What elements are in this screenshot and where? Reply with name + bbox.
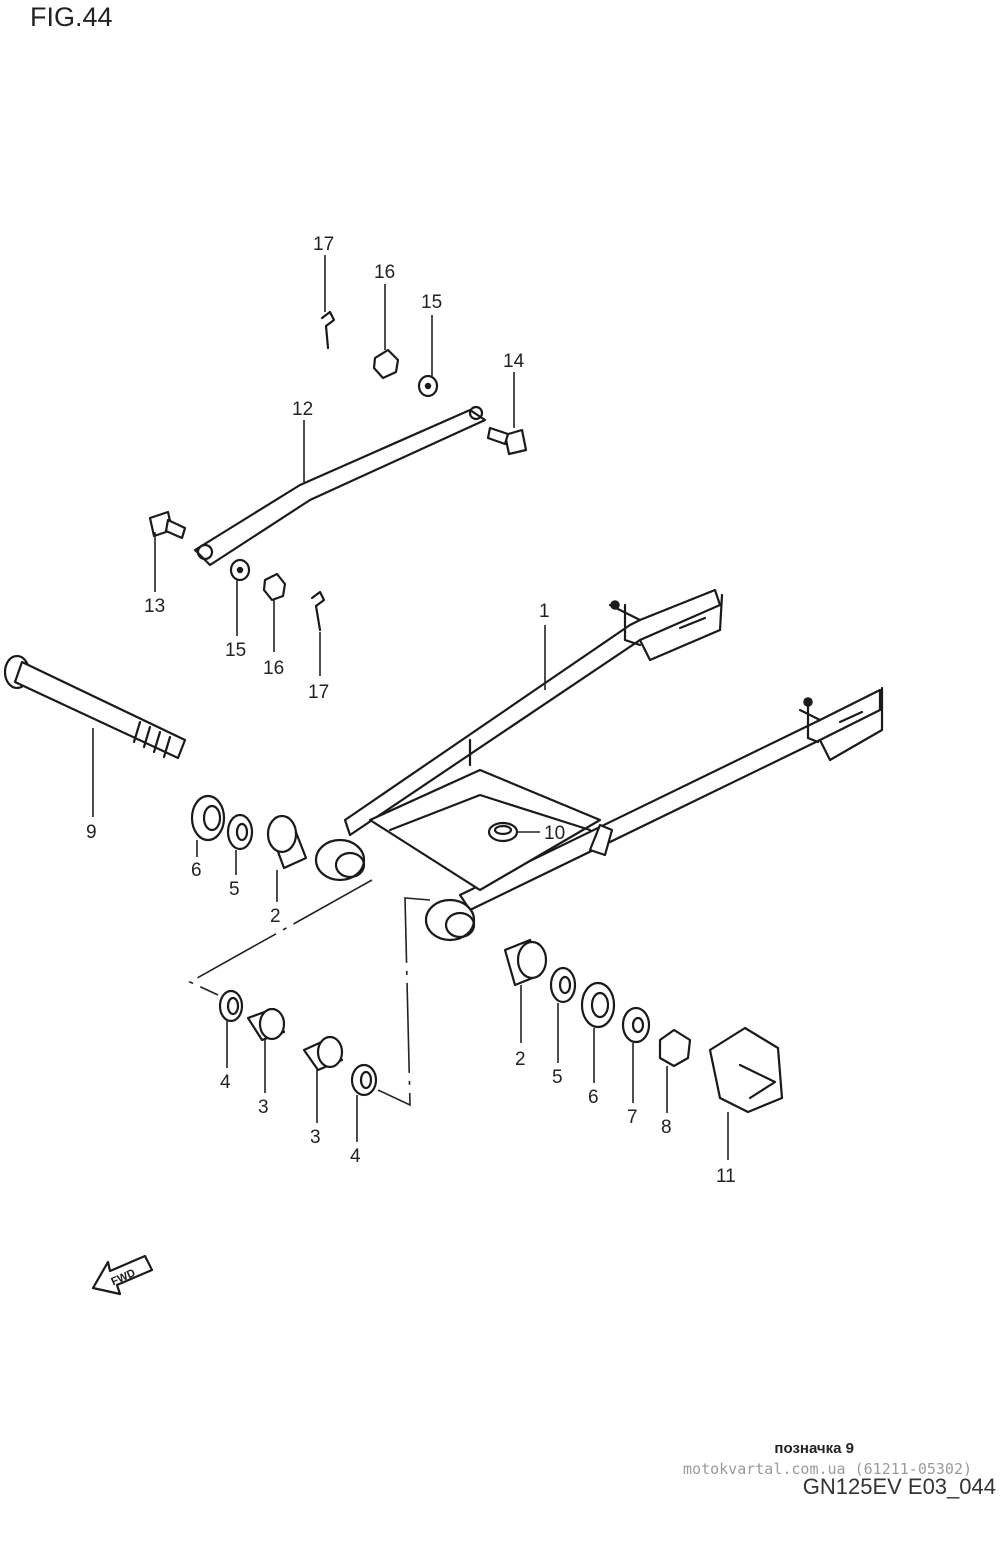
nut-16-upper [372, 348, 400, 380]
forward-arrow-icon: FWD [91, 1254, 154, 1296]
bearing-3-left [246, 1007, 286, 1042]
nut-16-lower [262, 572, 287, 602]
pivot-shaft [3, 654, 187, 760]
swingarm [314, 588, 884, 942]
label-14: 14 [503, 351, 525, 372]
label-1: 1 [539, 601, 550, 622]
label-3-left: 3 [258, 1097, 269, 1118]
torque-link [193, 405, 487, 567]
label-4-right: 4 [350, 1146, 361, 1167]
label-12: 12 [292, 399, 313, 420]
label-6-right: 6 [588, 1087, 599, 1108]
marker-note: позначка 9 [774, 1440, 854, 1457]
label-7: 7 [627, 1107, 638, 1128]
bolt-14 [486, 426, 528, 456]
label-9: 9 [86, 822, 97, 843]
washer-15-lower [229, 558, 251, 582]
label-16-upper: 16 [374, 262, 395, 283]
label-5-left: 5 [229, 879, 240, 900]
washer-4-left [218, 989, 244, 1023]
washer-15-upper [417, 374, 439, 398]
bush-2-left [266, 814, 308, 870]
label-5-right: 5 [552, 1067, 563, 1088]
assembly-line-left [188, 879, 373, 996]
bearing-3-right [302, 1035, 344, 1072]
label-17-lower: 17 [308, 682, 329, 703]
dust-seal-6-left [190, 794, 226, 842]
washer-4-right [350, 1063, 378, 1097]
grommet-10 [487, 821, 519, 843]
bolt-13 [148, 510, 187, 540]
label-2-right: 2 [515, 1049, 526, 1070]
chain-guide-11 [708, 1026, 784, 1114]
figure-title: FIG.44 [30, 2, 113, 32]
label-16-lower: 16 [263, 658, 284, 679]
bush-2-right [503, 938, 548, 987]
cotter-pin-17-upper [320, 310, 336, 350]
label-8: 8 [661, 1117, 672, 1138]
washer-5-right [549, 966, 577, 1004]
label-4-left: 4 [220, 1072, 231, 1093]
diagram-code: GN125EV E03_044 [802, 1474, 996, 1499]
label-17-upper: 17 [313, 234, 334, 255]
label-11: 11 [716, 1166, 736, 1187]
label-15-lower: 15 [225, 640, 246, 661]
washer-7 [621, 1006, 651, 1044]
source-watermark: motokvartal.com.ua (61211-05302) [683, 1460, 972, 1478]
label-13: 13 [144, 596, 165, 617]
washer-5-left [226, 813, 254, 851]
dust-seal-6-right [580, 981, 616, 1029]
leader-lines [92, 255, 729, 1160]
label-6-left: 6 [191, 860, 202, 881]
label-3-right: 3 [310, 1127, 321, 1148]
cotter-pin-17-lower [310, 590, 326, 632]
label-10: 10 [544, 823, 565, 844]
nut-8 [658, 1028, 692, 1068]
label-2-left: 2 [270, 906, 281, 927]
label-15-upper: 15 [421, 292, 442, 313]
assembly-line-right [377, 897, 431, 1107]
